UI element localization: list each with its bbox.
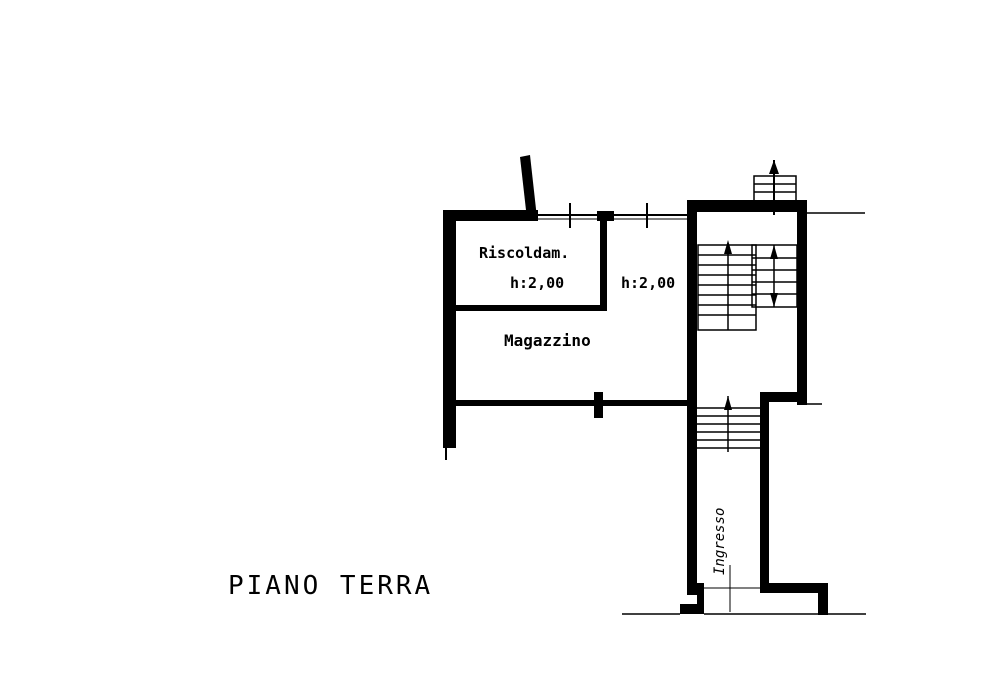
lower-stairs	[697, 396, 760, 612]
outside-stairs	[753, 160, 797, 215]
storage-walls	[443, 155, 690, 460]
entrance-label: Ingresso	[712, 508, 728, 575]
heating-room-label: Riscoldam.	[479, 244, 569, 262]
storage-room-height: h:2,00	[621, 274, 675, 292]
upper-stairs	[697, 240, 798, 331]
heating-room-height: h:2,00	[510, 274, 564, 292]
storage-room-label: Magazzino	[504, 331, 591, 350]
floor-title: PIANO TERRA	[228, 571, 433, 601]
heating-room-walls	[456, 221, 607, 311]
